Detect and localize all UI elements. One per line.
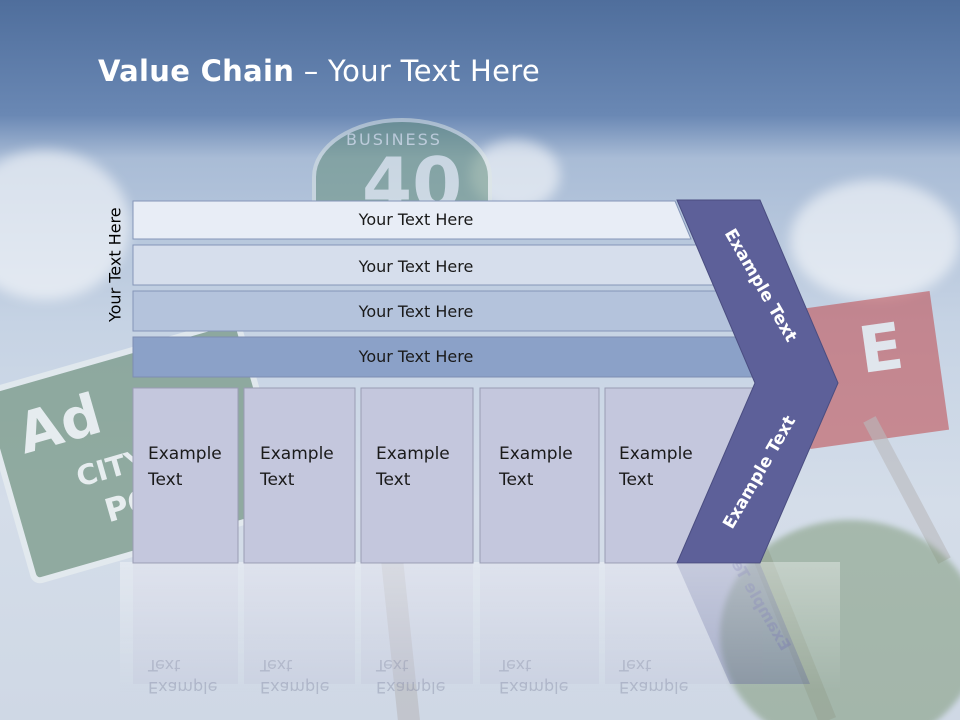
cloud-shape <box>0 150 130 300</box>
chevron-arrow <box>676 199 839 564</box>
box-text-line1: Example <box>148 444 222 464</box>
row-label: Your Text Here <box>358 302 474 321</box>
example-box <box>360 387 474 564</box>
box-text-line1: Example <box>376 444 450 464</box>
title-rest: Your Text Here <box>328 54 540 88</box>
box-text-line1: Example <box>260 444 334 464</box>
row-bar <box>132 200 692 240</box>
box-text-line2: Text <box>498 470 534 490</box>
row-label: Your Text Here <box>358 210 474 229</box>
slide-title: Value Chain – Your Text Here <box>98 54 540 88</box>
row-label: Your Text Here <box>358 257 474 276</box>
example-box <box>243 387 356 564</box>
example-box <box>132 387 239 564</box>
box-text-line2: Text <box>259 470 295 490</box>
box-text-line2: Text <box>375 470 411 490</box>
shield-text: BUSINESS <box>346 130 442 149</box>
title-bold: Value Chain <box>98 54 295 88</box>
box-text-line1: Example <box>499 444 573 464</box>
title-dash: – <box>294 54 329 88</box>
row-label: Your Text Here <box>358 347 474 366</box>
box-text-line2: Text <box>618 470 654 490</box>
example-box <box>479 387 600 564</box>
cloud-shape <box>790 180 960 300</box>
box-text-line2: Text <box>147 470 183 490</box>
box-text-line1: Example <box>619 444 693 464</box>
reflection-fade <box>120 562 840 692</box>
